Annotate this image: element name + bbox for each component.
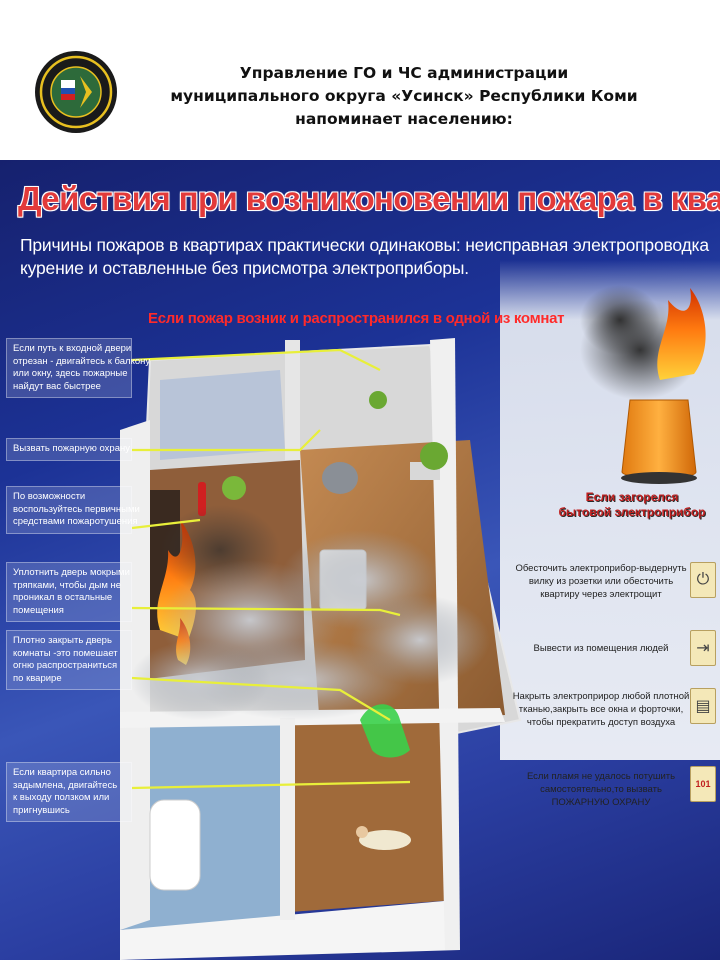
info-line: огню распространиться	[13, 660, 118, 671]
blanket-icon: ▤	[690, 688, 716, 724]
phone-number: 101	[695, 779, 711, 789]
info-line: воспользуйтесь первичными	[13, 503, 140, 515]
right-item-line: Накрыть электроприрор любой плотной	[512, 691, 690, 702]
right-item-line: тканью,закрыть все окна и форточки,	[518, 704, 684, 715]
poster-subtitle: Причины пожаров в квартирах практически …	[20, 234, 709, 280]
info-line: Уплотнить дверь мокрыми	[13, 567, 130, 578]
appliance-heading-line: бытовой электроприбор	[558, 505, 706, 519]
plant	[420, 442, 448, 470]
bathtub	[149, 799, 201, 891]
right-item-line: самостоятельно,то вызвать	[540, 784, 662, 795]
info-line: тряпками, чтобы дым не	[13, 579, 122, 591]
info-line: проникал в остальные	[13, 592, 113, 603]
right-item-unplug: Обесточить электроприбор-выдернуть вилку…	[512, 562, 690, 601]
room-fire-heading: Если пожар возник и распространился в од…	[148, 310, 565, 327]
info-line: отрезан - двигайтесь к балкону	[13, 355, 151, 367]
info-line: помещения	[13, 604, 64, 616]
info-line: задымлена, двигайтесь	[13, 779, 118, 791]
armchair	[322, 462, 358, 494]
info-line: Если путь к входной двери	[13, 343, 132, 354]
right-item-line: Если пламя не удалось потушить	[526, 771, 676, 782]
hallway-floor	[285, 715, 455, 912]
info-line: найдут вас быстрее	[13, 380, 101, 392]
info-line: пригнувшись	[13, 804, 70, 816]
right-item-line: ПОЖАРНУЮ ОХРАНУ	[551, 797, 651, 808]
info-line: средствами пожаротушения	[13, 516, 138, 527]
crawling-person	[359, 830, 411, 850]
header-line: муниципального округа «Усинск» Республик…	[170, 87, 638, 105]
plant	[222, 476, 246, 500]
plant	[369, 391, 387, 409]
fire-safety-poster: Действия при возниконовении пожара в ква…	[0, 160, 720, 960]
right-item-line: Обесточить электроприбор-выдернуть	[515, 563, 687, 574]
plug-icon: ⏻	[690, 562, 716, 598]
subtitle-line: курение и оставленные без присмотра элек…	[20, 258, 469, 278]
right-item-line: чтобы прекратить доступ воздуха	[526, 717, 676, 728]
info-line: комнаты -это помешает	[13, 647, 118, 659]
info-box-seal-door: Уплотнить дверь мокрыми тряпками, чтобы …	[6, 562, 132, 622]
wall-bottom	[120, 900, 460, 960]
leader-lines	[131, 348, 411, 790]
appliance-heading-line: Если загорелся	[585, 490, 679, 504]
header-text: Управление ГО и ЧС администрации муницип…	[124, 62, 684, 131]
right-item-call: Если пламя не удалось потушить самостоят…	[512, 770, 690, 809]
info-box-extinguisher: По возможности воспользуйтесь первичными…	[6, 486, 140, 534]
info-line: Плотно закрыть дверь	[13, 635, 112, 646]
right-item-line: вилку из розетки или обесточить	[528, 576, 674, 587]
right-item-evacuate: Вывести из помещения людей	[512, 642, 690, 655]
right-item-cover: Накрыть электроприрор любой плотной ткан…	[512, 690, 690, 729]
header: Управление ГО и ЧС администрации муницип…	[0, 0, 720, 160]
info-line: Если квартира сильно	[13, 767, 111, 778]
info-line: Вызвать пожарную охрану	[13, 443, 130, 454]
wall-bath	[280, 718, 295, 920]
door-seal-marker	[360, 704, 410, 758]
poster-title: Действия при возниконовении пожара в ква…	[18, 180, 720, 217]
appliance-fire-heading: Если загорелся бытовой электроприбор	[548, 490, 716, 520]
header-line: напоминает населению:	[295, 110, 513, 128]
info-box-crawl: Если квартира сильно задымлена, двигайте…	[6, 762, 132, 822]
exit-door-icon: ⇥	[690, 630, 716, 666]
info-box-close-door: Плотно закрыть дверь комнаты -это помеша…	[6, 630, 132, 690]
header-line: Управление ГО и ЧС администрации	[239, 64, 569, 82]
right-item-line: квартиру через электрощит	[540, 589, 662, 600]
info-box-balcony: Если путь к входной двери отрезан - двиг…	[6, 338, 151, 398]
kettle-fire	[657, 288, 706, 380]
info-line: по кварире	[13, 672, 62, 684]
subtitle-line: Причины пожаров в квартирах практически …	[20, 235, 709, 255]
civil-defense-emblem-icon	[35, 51, 117, 133]
kettle	[621, 399, 697, 479]
apartment-illustration	[120, 285, 706, 960]
right-item-line: Вывести из помещения людей	[533, 643, 669, 654]
info-box-call-fire: Вызвать пожарную охрану	[6, 438, 132, 461]
info-line: к выходу ползком или	[13, 792, 110, 803]
balcony	[160, 370, 285, 460]
phone-101-icon: 101	[690, 766, 716, 802]
info-line: или окну, здесь пожарные	[13, 368, 128, 379]
info-line: По возможности	[13, 491, 86, 502]
wall-top-inner	[285, 340, 300, 460]
